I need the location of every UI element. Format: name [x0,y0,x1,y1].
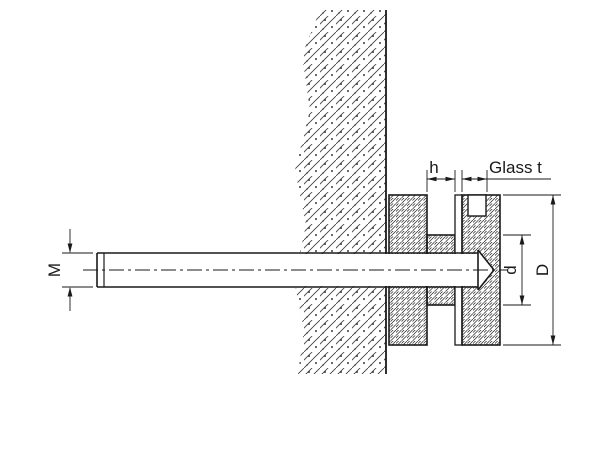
cone-lower-edge [477,269,495,291]
arrowhead [427,176,437,182]
wall-hatch-area [294,10,386,374]
set-screw-notch [467,194,487,217]
label-thread: M [45,263,64,277]
arrowhead [462,176,472,182]
dimension-h: h [426,158,456,192]
arrowhead [445,176,455,182]
arrowhead [550,195,556,205]
label-height: h [429,158,438,177]
dimension-M: M [45,229,93,311]
cone-upper-edge [477,249,495,271]
dimension-D: D [503,194,561,346]
dimension-d: d [501,234,531,306]
label-glass-thickness: Glass t [489,158,542,177]
arrowhead [67,287,73,297]
arrowhead [519,295,525,305]
wall-section [294,10,387,374]
label-inner-diameter: d [501,265,520,274]
dimension-glass-t: Glass t [461,158,551,192]
arrowhead [67,243,73,253]
arrowhead [519,235,525,245]
arrowhead [477,176,487,182]
arrowhead [550,335,556,345]
label-outer-diameter: D [533,264,552,276]
